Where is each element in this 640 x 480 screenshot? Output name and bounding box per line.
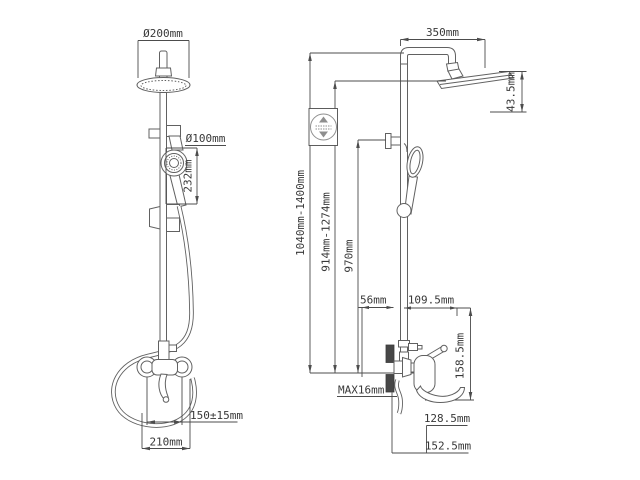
dim-hand-shower-diameter: Ø100mm: [185, 132, 226, 146]
dim-wall-offset: 56mm: [358, 294, 394, 377]
head-height-label: 43.5mm: [505, 72, 518, 112]
dim-bracket-height: 970mm: [343, 139, 386, 373]
dim-head-height: 43.5mm: [490, 71, 527, 113]
wall-thickness-label: MAX16mm: [338, 384, 385, 397]
dim-overall-height: 1040mm-1400mm: [294, 52, 404, 373]
dim-base-depth: 152.5mm: [392, 440, 472, 454]
overall-height-label: 1040mm-1400mm: [294, 170, 307, 256]
mixer-body: [151, 359, 178, 376]
overhead-shower-front: [136, 50, 191, 93]
shower-hose-front: [111, 205, 197, 428]
dim-head-diameter: Ø200mm: [137, 27, 190, 78]
tub-spout: [415, 384, 466, 403]
mixer-lever: [158, 373, 169, 401]
dim-body-reach: 109.5mm: [404, 294, 471, 316]
front-view: Ø200mm Ø100mm: [111, 27, 243, 451]
nozzle-face: [140, 80, 187, 91]
spout-reach-label: 128.5mm: [424, 412, 471, 425]
dim-riser-height: 914mm-1274mm: [320, 80, 446, 373]
shower-arm-side: [400, 47, 515, 90]
arm-reach-label: 350mm: [426, 26, 459, 39]
valve-body: [393, 356, 417, 378]
riser-height-label: 914mm-1274mm: [320, 192, 333, 272]
shower-hose-side: [394, 379, 403, 415]
mixer-side: [413, 344, 466, 403]
diverter-knob: [168, 344, 177, 352]
dim-arm-reach: 350mm: [400, 26, 486, 68]
mixer-front: [136, 340, 193, 403]
dim-spout-reach: 128.5mm: [391, 392, 471, 453]
dim-base-width: 210mm: [141, 379, 191, 451]
dim-inlet-centers: 150±15mm: [146, 377, 243, 425]
ball-joint: [447, 68, 464, 80]
hand-shower-length-label: 232mm: [182, 159, 195, 192]
bracket-height-label: 970mm: [343, 239, 356, 272]
dim-hand-shower-length: 232mm: [165, 147, 199, 205]
base-width-label: 210mm: [149, 436, 182, 449]
hand-shower-holder: [148, 125, 184, 151]
hand-shower-front: [160, 149, 188, 208]
head-collar: [154, 67, 173, 77]
side-view: 350mm 43.5mm: [294, 26, 527, 454]
slide-bracket: [149, 204, 180, 232]
dim-wall-thickness: MAX16mm: [337, 384, 397, 397]
valve-height-label: 158.5mm: [454, 332, 467, 379]
wall-bracket: [385, 133, 401, 149]
wall-section: [385, 344, 395, 393]
hand-shower-diameter-label: Ø100mm: [186, 132, 226, 145]
height-adjustable-icon: [308, 108, 338, 146]
diverter-body: [158, 340, 170, 361]
riser-pipe-front: [159, 92, 167, 346]
inlet-centers-label: 150±15mm: [190, 409, 243, 422]
body-reach-label: 109.5mm: [408, 294, 455, 307]
mixer-body-side: [413, 355, 436, 393]
slider-knob: [396, 203, 412, 218]
base-depth-label: 152.5mm: [425, 440, 472, 453]
wall-offset-label: 56mm: [360, 294, 387, 307]
head-diameter-label: Ø200mm: [143, 27, 183, 40]
